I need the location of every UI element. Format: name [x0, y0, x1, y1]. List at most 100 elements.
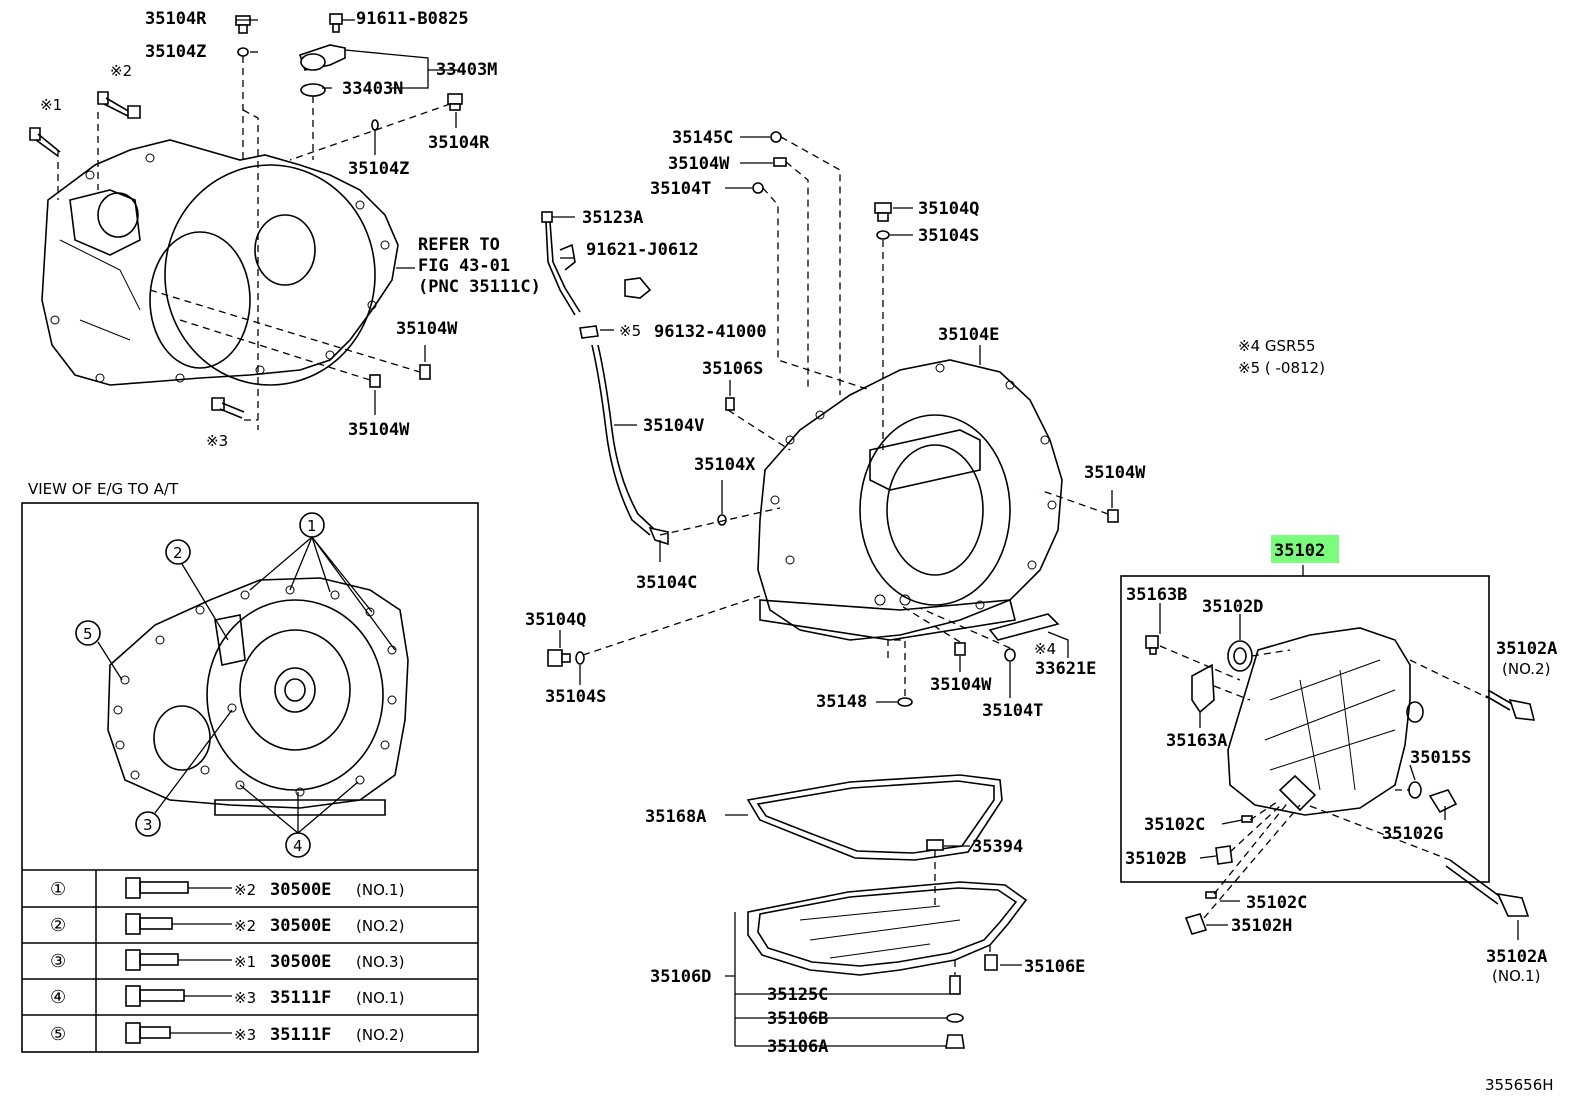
transaxle-case	[757, 359, 1063, 641]
row-mark: ※2	[234, 917, 256, 935]
callout-3: 3	[135, 709, 233, 837]
row-variant: (NO.1)	[356, 881, 404, 899]
sensor-33403M	[298, 44, 346, 71]
row-mark: ※2	[234, 881, 256, 899]
row-num: ③	[50, 951, 66, 972]
label-mark3: ※3	[206, 432, 228, 450]
label-35104Z-top: 35104Z	[145, 42, 206, 62]
label-35125C: 35125C	[767, 985, 828, 1005]
label-35168A: 35168A	[645, 807, 706, 827]
front-transaxle-housing	[41, 139, 399, 386]
label-35145C: 35145C	[672, 128, 733, 148]
oring-35104Z-mid	[371, 119, 379, 131]
label-35104R-top: 35104R	[145, 9, 207, 29]
bolt-35163B	[1145, 635, 1159, 655]
bolt-mark2	[97, 91, 141, 119]
label-35102H: 35102H	[1231, 916, 1292, 936]
strainer-35125C	[949, 975, 961, 995]
bolt-table	[22, 869, 478, 1052]
label-33403M: 33403M	[436, 60, 497, 80]
label-35106B: 35106B	[767, 1009, 828, 1029]
label-35106S: 35106S	[702, 359, 763, 379]
label-35163A: 35163A	[1166, 731, 1227, 751]
label-35102G: 35102G	[1382, 824, 1443, 844]
bolt-35102A-no2	[1485, 689, 1536, 721]
label-35104Q-b: 35104Q	[525, 610, 586, 630]
clip-96132	[579, 325, 599, 339]
label-35104W-b: 35104W	[348, 420, 410, 440]
tube-35104V	[591, 344, 669, 546]
bolt-table-row: ② ※2 30500E (NO.2)	[50, 913, 404, 936]
label-33403N: 33403N	[342, 79, 403, 99]
bolt-icon	[125, 1022, 232, 1044]
row-mark: ※3	[234, 1026, 256, 1044]
view-box	[21, 502, 479, 1053]
label-35104S-b: 35104S	[545, 687, 606, 707]
plug-35104Q-a	[874, 202, 892, 222]
bolt-35102A-no1	[1445, 859, 1530, 917]
oring-35148	[897, 697, 913, 707]
bolt-icon	[125, 949, 232, 971]
gasket-35168A	[746, 774, 1003, 861]
label-35394: 35394	[972, 837, 1023, 857]
note-mark4-gsr55: ※4 GSR55	[1238, 337, 1316, 355]
label-35104W-d: 35104W	[1084, 463, 1146, 483]
label-35104V: 35104V	[643, 416, 704, 436]
label-35123A: 35123A	[582, 208, 643, 228]
plug-35104Q-b	[547, 649, 571, 667]
figure-id: 355656H	[1485, 1076, 1554, 1094]
gasket-35106B	[946, 1013, 964, 1023]
row-variant: (NO.3)	[356, 953, 404, 971]
callout-2: 2	[165, 539, 229, 641]
label-35106D: 35106D	[650, 967, 711, 987]
oring-35104T-a	[752, 182, 764, 194]
bolt-icon	[125, 913, 232, 935]
row-part: 30500E	[270, 952, 331, 972]
pin-35106S	[725, 397, 735, 411]
label-35102: 35102	[1274, 541, 1325, 561]
view-title: VIEW OF E/G TO A/T	[28, 480, 179, 498]
row-variant: (NO.2)	[356, 917, 404, 935]
oring-35104S-b	[575, 651, 585, 665]
label-35104T-a: 35104T	[650, 179, 711, 199]
bolt-table-row: ④ ※3 35111F (NO.1)	[50, 985, 404, 1008]
label-35104S-a: 35104S	[918, 226, 979, 246]
bolt-mark1	[29, 127, 61, 157]
label-35104W-a: 35104W	[396, 319, 458, 339]
callout-4: 4	[239, 781, 359, 858]
label-35015S: 35015S	[1410, 748, 1471, 768]
row-num: ②	[50, 915, 66, 936]
label-35104Q-a: 35104Q	[918, 199, 979, 219]
label-35102C-a: 35102C	[1144, 815, 1205, 835]
pin-35104W-b	[369, 374, 381, 388]
row-part: 30500E	[270, 916, 331, 936]
bolt-icon	[125, 877, 232, 899]
svg-text:4: 4	[293, 837, 303, 855]
bolt-table-row: ⑤ ※3 35111F (NO.2)	[50, 1022, 404, 1045]
label-mark1: ※1	[40, 96, 62, 114]
magnet-35394	[926, 839, 944, 851]
label-refer-3: (PNC 35111C)	[418, 277, 541, 297]
label-35102A-b-no: (NO.1)	[1492, 967, 1540, 985]
oring-35104X	[717, 514, 727, 526]
label-mark2: ※2	[110, 62, 132, 80]
label-mark5: ※5	[619, 322, 641, 340]
plate-33621E	[988, 613, 1060, 641]
row-part: 35111F	[270, 988, 331, 1008]
label-96132-41000: 96132-41000	[654, 322, 767, 342]
row-num: ④	[50, 987, 66, 1008]
label-35102C-b: 35102C	[1246, 893, 1307, 913]
oil-level-gauge-35123A	[541, 211, 581, 316]
label-35104W-e: 35104W	[930, 675, 992, 695]
row-num: ⑤	[50, 1024, 66, 1045]
label-35104W-c: 35104W	[668, 154, 730, 174]
label-35104C: 35104C	[636, 573, 697, 593]
oring-35145C	[770, 131, 782, 143]
bracket-35163A	[1191, 663, 1215, 714]
plug-35102H	[1184, 913, 1208, 935]
row-mark: ※1	[234, 953, 256, 971]
row-part: 30500E	[270, 880, 331, 900]
oring-35104Z-top	[237, 47, 249, 57]
label-35104Z-mid: 35104Z	[348, 159, 409, 179]
label-35102B: 35102B	[1125, 849, 1186, 869]
